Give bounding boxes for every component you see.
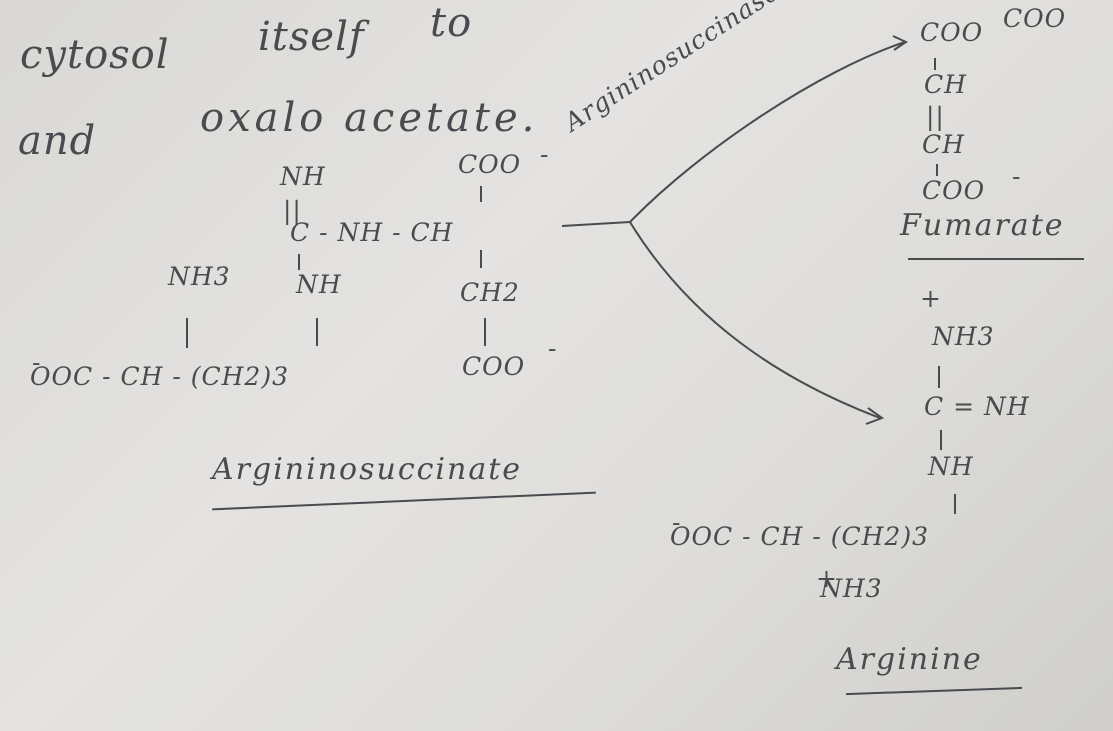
arg-chain-text: OOC - CH - (CH2)3 — [670, 522, 929, 551]
arg-bond-3 — [954, 494, 956, 514]
arg-nh3-top: NH3 — [932, 322, 995, 351]
asa-bond-5 — [316, 318, 318, 346]
asa-c-nh-ch: C - NH - CH — [290, 218, 454, 247]
fum-coo-bot-charge: - — [1012, 162, 1022, 191]
asa-name: Argininosuccinate — [212, 452, 523, 487]
arg-bond-2 — [940, 430, 942, 450]
arg-nh: NH — [928, 452, 974, 481]
fum-coo-top-charge: COO — [1003, 4, 1067, 33]
fum-bond-1 — [934, 58, 936, 70]
text-to: to — [430, 0, 473, 46]
arg-nh3-bot: +NH3 — [816, 564, 883, 603]
asa-coo-top-charge: - — [540, 140, 550, 169]
fum-name: Fumarate — [900, 208, 1065, 243]
arg-chain-charge: - — [672, 508, 682, 537]
fum-double-bond: || — [926, 102, 945, 131]
arg-nh3-bot-charge: + — [816, 564, 838, 593]
plus-sign: + — [920, 284, 942, 313]
asa-chain-text: OOC - CH - (CH2)3 — [30, 362, 289, 391]
fum-ch2: CH — [922, 130, 965, 159]
fum-coo-top: COO — [920, 18, 984, 47]
asa-coo-top: COO — [458, 150, 522, 179]
fum-ch1: CH — [924, 70, 967, 99]
asa-double-bond: || — [283, 196, 302, 225]
asa-chain-charge: - — [32, 348, 42, 377]
asa-ch2: CH2 — [460, 278, 520, 307]
asa-coo-bot: COO — [462, 352, 526, 381]
fum-coo-bot: COO — [922, 176, 986, 205]
asa-bond-1 — [480, 186, 482, 202]
text-cytosol: cytosol — [20, 32, 170, 78]
text-and: and — [18, 118, 97, 164]
asa-bond-3 — [298, 254, 300, 270]
asa-bond-4 — [186, 318, 188, 348]
arg-chain: -OOC - CH - (CH2)3 — [670, 508, 929, 551]
asa-coo-bot-charge: - — [548, 334, 558, 363]
text-itself: itself — [258, 14, 365, 60]
asa-nh3: NH3 — [168, 262, 231, 291]
arg-bond-1 — [938, 366, 940, 388]
asa-bond-6 — [484, 318, 486, 346]
fum-underline — [908, 258, 1084, 260]
asa-nh-mid: NH — [296, 270, 342, 299]
arg-nh3-bot-text: NH3 — [820, 574, 883, 603]
asa-nh: NH — [280, 162, 326, 191]
text-oxaloacetate: oxalo acetate. — [200, 95, 539, 141]
asa-chain: -OOC - CH - (CH2)3 — [30, 348, 289, 391]
arg-c-nh: C = NH — [924, 392, 1030, 421]
asa-bond-2 — [480, 250, 482, 268]
fum-bond-2 — [936, 164, 938, 176]
arg-name: Arginine — [836, 642, 983, 677]
